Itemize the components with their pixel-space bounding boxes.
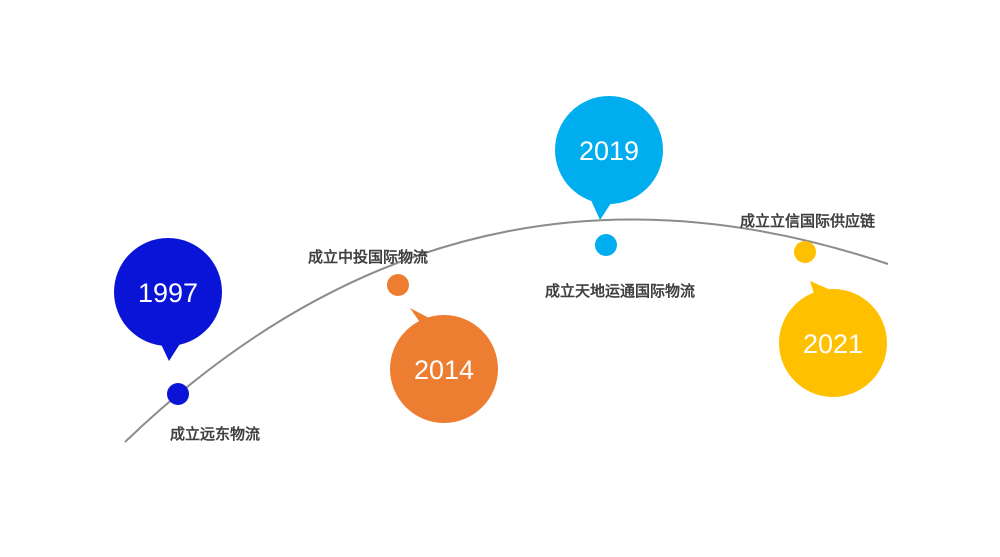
year-2021: 2021	[803, 329, 863, 359]
dot-1997	[167, 383, 189, 405]
label-2021: 成立立信国际供应链	[740, 212, 876, 230]
dot-2021	[794, 241, 816, 263]
label-2014: 成立中投国际物流	[308, 248, 428, 266]
milestone-2019: 2019 成立天地运通国际物流	[545, 96, 695, 300]
label-2019: 成立天地运通国际物流	[545, 282, 695, 300]
year-2019: 2019	[579, 136, 639, 166]
bubble-2019-circle	[555, 96, 663, 204]
year-2014: 2014	[414, 355, 474, 385]
milestone-2014: 2014 成立中投国际物流	[308, 248, 498, 423]
dot-2014	[387, 274, 409, 296]
bubble-2014-circle	[390, 315, 498, 423]
label-1997: 成立远东物流	[170, 425, 260, 443]
bubble-2021-circle	[779, 289, 887, 397]
timeline-curve	[124, 218, 889, 443]
milestone-1997: 1997 成立远东物流	[114, 238, 260, 443]
dot-2019	[595, 234, 617, 256]
milestone-2021: 2021 成立立信国际供应链	[740, 212, 887, 397]
bubble-1997-circle	[114, 238, 222, 346]
year-1997: 1997	[138, 278, 198, 308]
